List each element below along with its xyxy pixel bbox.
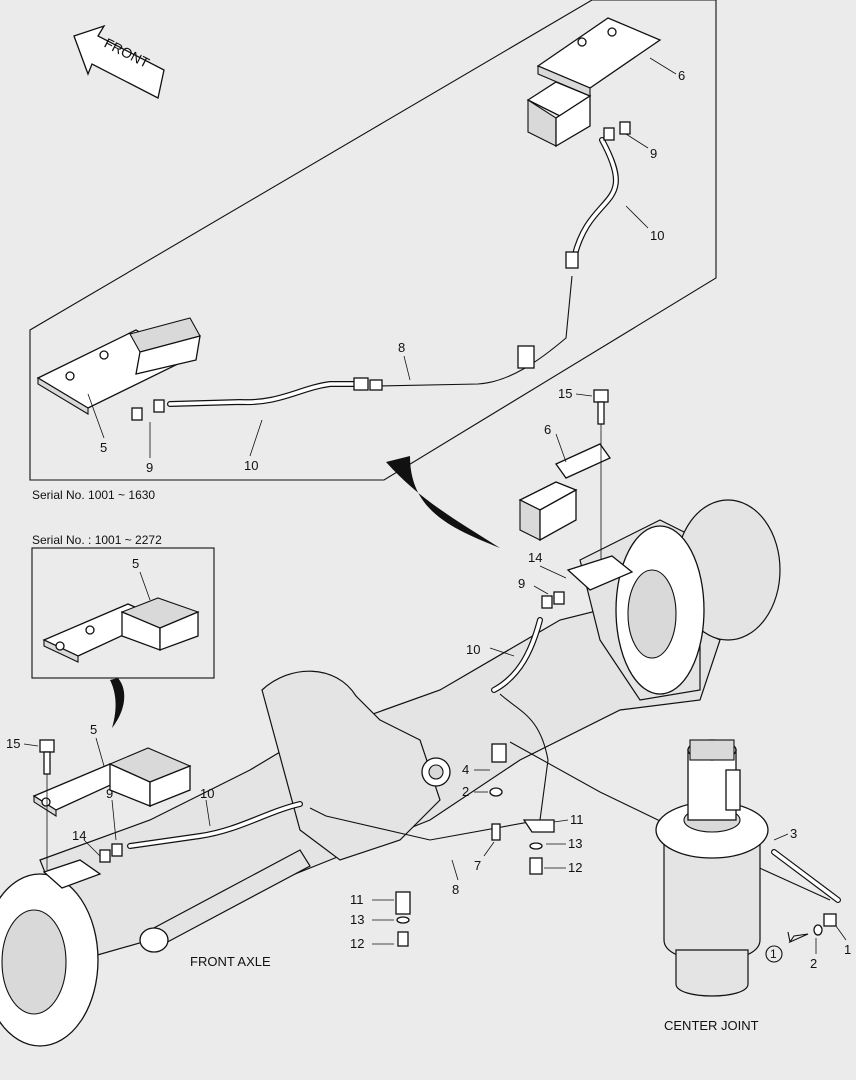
- right-wheel-hub: [615, 499, 781, 695]
- washer-13-left: [396, 916, 410, 924]
- caption-front-axle: FRONT AXLE: [190, 954, 271, 969]
- inset-top-pointer: [386, 456, 500, 548]
- inset-mid-serial: Serial No. : 1001 ~ 2272: [32, 533, 162, 547]
- main-bracket-5: [32, 747, 192, 818]
- bolt-12-left: [397, 931, 409, 947]
- inset-mid-pointer: [110, 678, 125, 728]
- callout-9-inset-b: 9: [146, 460, 153, 475]
- callout-8-inset: 8: [398, 340, 405, 355]
- inset-bracket-5-mid: [42, 597, 200, 663]
- callout-10-inset-a: 10: [650, 228, 664, 243]
- callout-14-top: 14: [528, 550, 542, 565]
- callout-10-main-b: 10: [200, 786, 214, 801]
- callout-6-main: 6: [544, 422, 551, 437]
- callout-11-right: 11: [570, 812, 584, 827]
- bolt-12-right: [529, 857, 543, 875]
- callout-15-top: 15: [558, 386, 572, 401]
- callout-13-right: 13: [568, 836, 582, 851]
- mount-block-14-left: [42, 859, 102, 889]
- caption-center-joint: CENTER JOINT: [664, 1018, 759, 1033]
- ref-circle-1-label: 1: [770, 947, 777, 961]
- callout-1: 1: [844, 942, 851, 957]
- callout-5-mid: 5: [132, 556, 139, 571]
- front-arrow-icon: FRONT: [73, 24, 165, 99]
- callout-4: 4: [462, 762, 469, 777]
- washer-2-main: [489, 787, 503, 797]
- callout-14-left: 14: [72, 828, 86, 843]
- callout-5-main: 5: [90, 722, 97, 737]
- mount-block-14-top: [566, 555, 634, 591]
- center-joint: [655, 739, 769, 997]
- bolt-15-top: [593, 389, 609, 425]
- callout-2-cj: 2: [810, 956, 817, 971]
- callout-3: 3: [790, 826, 797, 841]
- callout-2-main: 2: [462, 784, 469, 799]
- callout-12-right: 12: [568, 860, 582, 875]
- bolt-15-left: [39, 739, 55, 775]
- inset-bracket-6: [526, 17, 662, 148]
- ref-circle-1: [765, 945, 783, 963]
- inset-top-serial: Serial No. 1001 ~ 1630: [32, 488, 155, 502]
- bolt-7: [491, 823, 501, 841]
- steering-cylinder: [139, 849, 311, 953]
- callout-9-main-b: 9: [106, 786, 113, 801]
- callout-11-left: 11: [350, 892, 364, 907]
- callout-10-main-a: 10: [466, 642, 480, 657]
- main-bracket-6: [518, 443, 611, 542]
- left-wheel-hub: [0, 873, 99, 1047]
- callout-9-inset-a: 9: [650, 146, 657, 161]
- callout-5-inset: 5: [100, 440, 107, 455]
- inset-mid-frame: [31, 547, 215, 679]
- inset-bracket-5: [36, 317, 201, 415]
- washer-13-right: [529, 842, 543, 850]
- inset-top-frame: [29, 0, 717, 481]
- callout-13-left: 13: [350, 912, 364, 927]
- callout-7: 7: [474, 858, 481, 873]
- fitting-4: [491, 743, 507, 763]
- callout-12-left: 12: [350, 936, 364, 951]
- callout-10-inset-b: 10: [244, 458, 258, 473]
- callout-8-main: 8: [452, 882, 459, 897]
- clip-11-left: [395, 891, 411, 915]
- callout-9-main-a: 9: [518, 576, 525, 591]
- direction-arrow-icon: [787, 931, 809, 944]
- clip-11-right: [522, 819, 555, 833]
- callout-6-inset: 6: [678, 68, 685, 83]
- callout-15-left: 15: [6, 736, 20, 751]
